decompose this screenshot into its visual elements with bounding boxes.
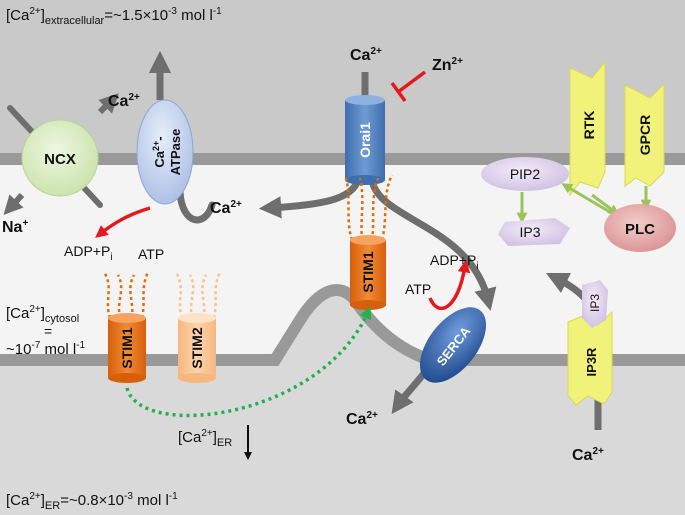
plc-label: PLC [625, 221, 655, 238]
stim1-puncta: STIM1 [350, 235, 386, 310]
orai1-body [345, 100, 385, 180]
rtk-receptor: RTK [569, 60, 606, 197]
serca-atp-label: ATP [405, 281, 431, 297]
ip3-bound: IP3 [582, 280, 608, 328]
pmca-atp-hydrolysis-arrow [95, 206, 151, 238]
stim2-tentacles [174, 271, 222, 319]
stim1-puncta-bottom [350, 300, 386, 310]
pmca-pump: Ca2+- ATPase [95, 50, 216, 238]
er-depletion-label: [Ca2+]ER [178, 428, 232, 449]
rtk-to-plc-arrow [591, 193, 620, 216]
serca-atp-hydrolysis-arrow [428, 259, 471, 310]
ncx-exchanger: NCX [3, 93, 119, 216]
plc-body [604, 204, 676, 252]
ncx-body [21, 119, 99, 197]
pmca-adp-label: ADP+Pi [64, 243, 113, 263]
stim1-er-label: STIM1 [119, 327, 135, 368]
pmca-label-atpase: ATPase [168, 129, 183, 176]
ncx-ca-label: Ca2+ [108, 92, 140, 110]
stim1-translocation-arrow [125, 306, 372, 418]
rtk-label: RTK [581, 111, 597, 140]
ip3-messenger-body [498, 218, 570, 246]
plc: PLC [604, 204, 676, 252]
pip2: PIP2 [481, 157, 569, 191]
ip3-messenger: IP3 [498, 218, 570, 246]
plc-to-pip2-arrow [561, 183, 621, 220]
stim2-er-top [178, 313, 216, 323]
orai1-label: Orai1 [357, 122, 373, 158]
ip3r-label: IP3R [584, 347, 599, 377]
stim1-er-tentacles [102, 271, 150, 319]
stim2-er-label: STIM2 [189, 327, 205, 368]
ncx-label: NCX [44, 151, 76, 168]
ip3-bound-label: IP3 [588, 294, 602, 312]
er-release-ca-label: Ca2+ [346, 410, 378, 428]
serca-pump: SERCA [419, 307, 487, 383]
orai-ca-label: Ca2+ [350, 46, 382, 64]
pip2-label: PIP2 [510, 166, 541, 182]
stim1-er-top [108, 313, 146, 323]
ip3r-ca-label: Ca2+ [572, 446, 604, 464]
orai1-bottom [345, 175, 385, 185]
gpcr-receptor: GPCR [624, 82, 665, 187]
stim1-er-bottom [108, 373, 146, 383]
pip2-body [481, 157, 569, 191]
er-concentration-label: [Ca2+]ER=~0.8×10-3 mol l-1 [6, 491, 178, 512]
na-label: Na+ [2, 218, 28, 236]
orai-to-serca-flux [368, 179, 497, 311]
serca-body [419, 307, 487, 383]
ncx-na-arrow [3, 192, 25, 216]
svg-text:=: = [44, 323, 52, 339]
zn-label: Zn2+ [432, 56, 463, 74]
stim1-puncta-top [350, 235, 386, 245]
pmca-hook [176, 188, 216, 224]
orai1-top [345, 95, 385, 105]
ip3-bound-body [582, 280, 608, 328]
extracellular-concentration-label: [Ca2+]extracellular=~1.5×10-3 mol l-1 [6, 6, 222, 27]
ncx-ca-arrow [97, 93, 119, 115]
zn-inhibition-bar [390, 81, 407, 103]
stim2-er: STIM2 [178, 313, 216, 383]
stim1-active-tentacles [343, 174, 394, 241]
cytosol-concentration-label: [Ca2+]cytosol = ~10-7 mol l-1 [6, 304, 86, 358]
stim2-er-body [178, 318, 216, 378]
pmca-label-ion: Ca2+- [151, 136, 167, 167]
orai1-channel: Orai1 [345, 95, 385, 185]
gpcr-body [624, 82, 665, 187]
gpcr-label: GPCR [637, 115, 653, 155]
pmca-atp-label: ATP [138, 246, 164, 262]
stim1-puncta-label: STIM1 [360, 251, 376, 292]
svg-text:~10-7 mol l-1: ~10-7 mol l-1 [6, 340, 86, 358]
ip3r-channel: IP3R [567, 310, 613, 406]
zn-inhibition [390, 70, 427, 103]
svg-text:[Ca2+]cytosol: [Ca2+]cytosol [6, 304, 79, 325]
pmca-body [136, 99, 194, 205]
stim2-er-bottom [178, 373, 216, 383]
er-lumen [0, 289, 685, 515]
stim1-er: STIM1 [108, 313, 146, 383]
stim1-er-body [108, 318, 146, 378]
zn-inhibition-line [396, 70, 427, 94]
cytosol-ca-label: Ca2+ [210, 199, 242, 217]
ip3-messenger-label: IP3 [519, 224, 540, 240]
serca-adp-label: ADP+Pi [430, 252, 479, 272]
orai-cytosolic-tail [258, 178, 362, 219]
stim1-puncta-body [350, 240, 386, 305]
